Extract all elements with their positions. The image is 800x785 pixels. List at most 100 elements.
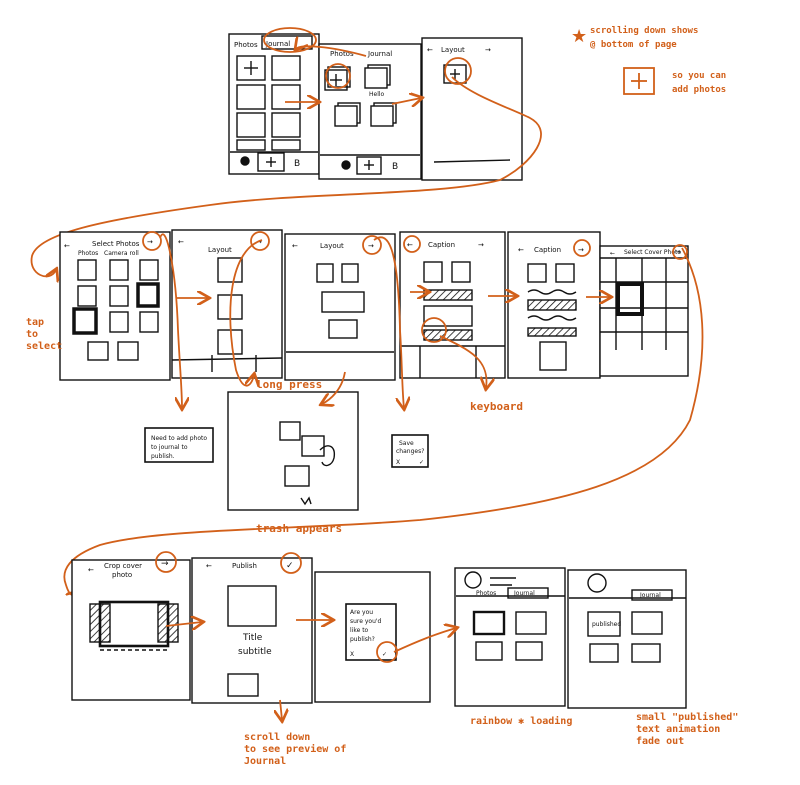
star-icon: ★ — [571, 26, 587, 47]
bottom-journal2-badge: published — [592, 621, 621, 628]
mid-select-back[interactable]: ← — [64, 242, 70, 250]
bottom-publish-title: Publish — [232, 562, 257, 570]
layout2-next-circle — [362, 235, 382, 255]
bottom-confirm-line2: sure you'd — [350, 618, 382, 625]
publish-check-circle — [280, 552, 302, 574]
popup-need-photo-line1: Need to add photo — [151, 435, 207, 442]
bottom-publish-field-subtitle[interactable]: subtitle — [238, 647, 272, 657]
mid-layout-1 — [171, 229, 283, 379]
mid-select-next[interactable]: → — [147, 238, 153, 246]
mid-cover-back[interactable]: ← — [610, 250, 615, 257]
popup-save-line2: changes? — [396, 448, 424, 455]
bottom-crop-title-1: Crop cover — [104, 562, 142, 570]
top1-tab-journal: Journal — [265, 40, 290, 48]
bottom-confirm-line4: publish? — [350, 636, 375, 643]
mid-caption2-next[interactable]: → — [578, 246, 584, 254]
add-photos-icon — [623, 67, 655, 95]
mid-select-title: Select Photos — [92, 240, 140, 248]
note-add-line1: so you can — [672, 71, 726, 81]
top-screen-1 — [228, 33, 320, 175]
bottom-publish-back[interactable]: ← — [206, 562, 212, 570]
bottom-crop-next[interactable]: → — [161, 559, 169, 569]
mid-layout1-back[interactable]: ← — [178, 238, 184, 246]
top1-tab-photos: Photos — [234, 41, 258, 49]
mid-cover-title: Select Cover Photo — [624, 249, 681, 256]
caption1-back-circle — [403, 235, 421, 253]
mid-layout1-title: Layout — [208, 246, 232, 254]
mid-select-sub-b[interactable]: Camera roll — [104, 250, 139, 257]
bottom-confirm-x[interactable]: X — [350, 651, 354, 658]
mid-select-sub-a[interactable]: Photos — [78, 250, 98, 257]
mid-cover-select — [599, 245, 689, 377]
note-select: select — [26, 341, 62, 352]
top3-next-arrow[interactable]: → — [485, 46, 491, 54]
mid-layout-2 — [284, 233, 396, 381]
top1-bookmark-glyph: B — [294, 159, 300, 169]
bottom-publish — [191, 557, 313, 704]
top3-back-arrow[interactable]: ← — [427, 46, 433, 54]
mid-caption1-next[interactable]: → — [478, 241, 484, 249]
popup-need-photo-box — [144, 427, 214, 463]
crop-next-circle — [155, 551, 177, 573]
top2-caption-hello: Hello — [369, 91, 385, 98]
popup-save-check[interactable]: ✓ — [419, 459, 424, 466]
mid-layout2-title: Layout — [320, 242, 344, 250]
note-published-3: fade out — [636, 736, 684, 747]
bottom-flow-arrows — [165, 620, 456, 720]
mid-caption2-back[interactable]: ← — [518, 246, 524, 254]
bottom-confirm — [314, 571, 431, 703]
bottom-confirm-check[interactable]: ✓ — [382, 651, 387, 658]
popup-save-line1: Save — [399, 440, 414, 447]
popup-need-photo-line3: publish. — [151, 453, 175, 460]
bottom-publish-field-title[interactable]: Title — [242, 633, 263, 643]
mid-layout2-next[interactable]: → — [368, 242, 374, 250]
layout1-next-circle — [250, 231, 270, 251]
top3-title: Layout — [441, 46, 465, 54]
note-published-2: text animation — [636, 723, 720, 735]
bottom-crop-back[interactable]: ← — [88, 566, 94, 574]
note-trash: trash appears — [256, 522, 342, 535]
bottom-confirm-line3: like to — [350, 627, 369, 634]
bottom-journal-2 — [567, 569, 687, 709]
top2-bookmark-glyph: B — [392, 162, 398, 172]
bottom-journal2-tab-journal[interactable]: Journal — [639, 592, 661, 599]
bottom-journal1-tab-photos[interactable]: Photos — [476, 590, 496, 597]
note-long-press: long press — [256, 378, 322, 391]
confirm-check-circle — [376, 641, 398, 663]
note-keyboard: keyboard — [470, 400, 523, 413]
mid-layout2-back[interactable]: ← — [292, 242, 298, 250]
note-scroll-1: scroll down — [244, 732, 310, 743]
mid-caption2-title: Caption — [534, 246, 561, 254]
mid-cover-next[interactable]: → — [675, 248, 681, 256]
caption2-next-circle — [573, 239, 591, 257]
note-scroll-line2: @ bottom of page — [590, 40, 677, 50]
top-flow-arrows — [30, 46, 542, 276]
top-screen-3 — [421, 37, 523, 181]
popup-save-x[interactable]: X — [396, 459, 400, 466]
top2-tab-journal: Journal — [367, 50, 392, 58]
caption1-field-circle — [421, 317, 447, 343]
middle-flow-arrows — [63, 233, 704, 595]
bottom-crop-title-2: photo — [112, 571, 132, 579]
note-scroll-3: Journal — [244, 756, 286, 767]
layout-add-circle — [444, 57, 472, 85]
note-tap: tap — [26, 317, 44, 328]
bottom-crop — [71, 559, 191, 701]
mid-caption1-back[interactable]: ← — [407, 241, 413, 249]
note-scroll-2: to see preview of — [244, 743, 346, 755]
add-photo-circle — [325, 63, 351, 89]
bottom-publish-check[interactable]: ✓ — [286, 561, 294, 571]
popup-need-photo-line2: to journal to — [151, 444, 188, 451]
mid-select-photos — [59, 231, 171, 381]
trash-screen — [227, 391, 359, 511]
bottom-journal1-tab-journal[interactable]: Journal — [513, 590, 535, 597]
note-to: to — [26, 329, 38, 340]
popup-save-box — [391, 434, 429, 468]
bottom-confirm-line1: Are you — [350, 609, 373, 616]
note-rainbow: rainbow ✱ loading — [470, 715, 572, 727]
select-next-circle — [142, 231, 162, 251]
top2-tab-photos: Photos — [330, 50, 354, 58]
journal-tab-circle — [263, 27, 317, 53]
note-add-line2: add photos — [672, 85, 726, 95]
